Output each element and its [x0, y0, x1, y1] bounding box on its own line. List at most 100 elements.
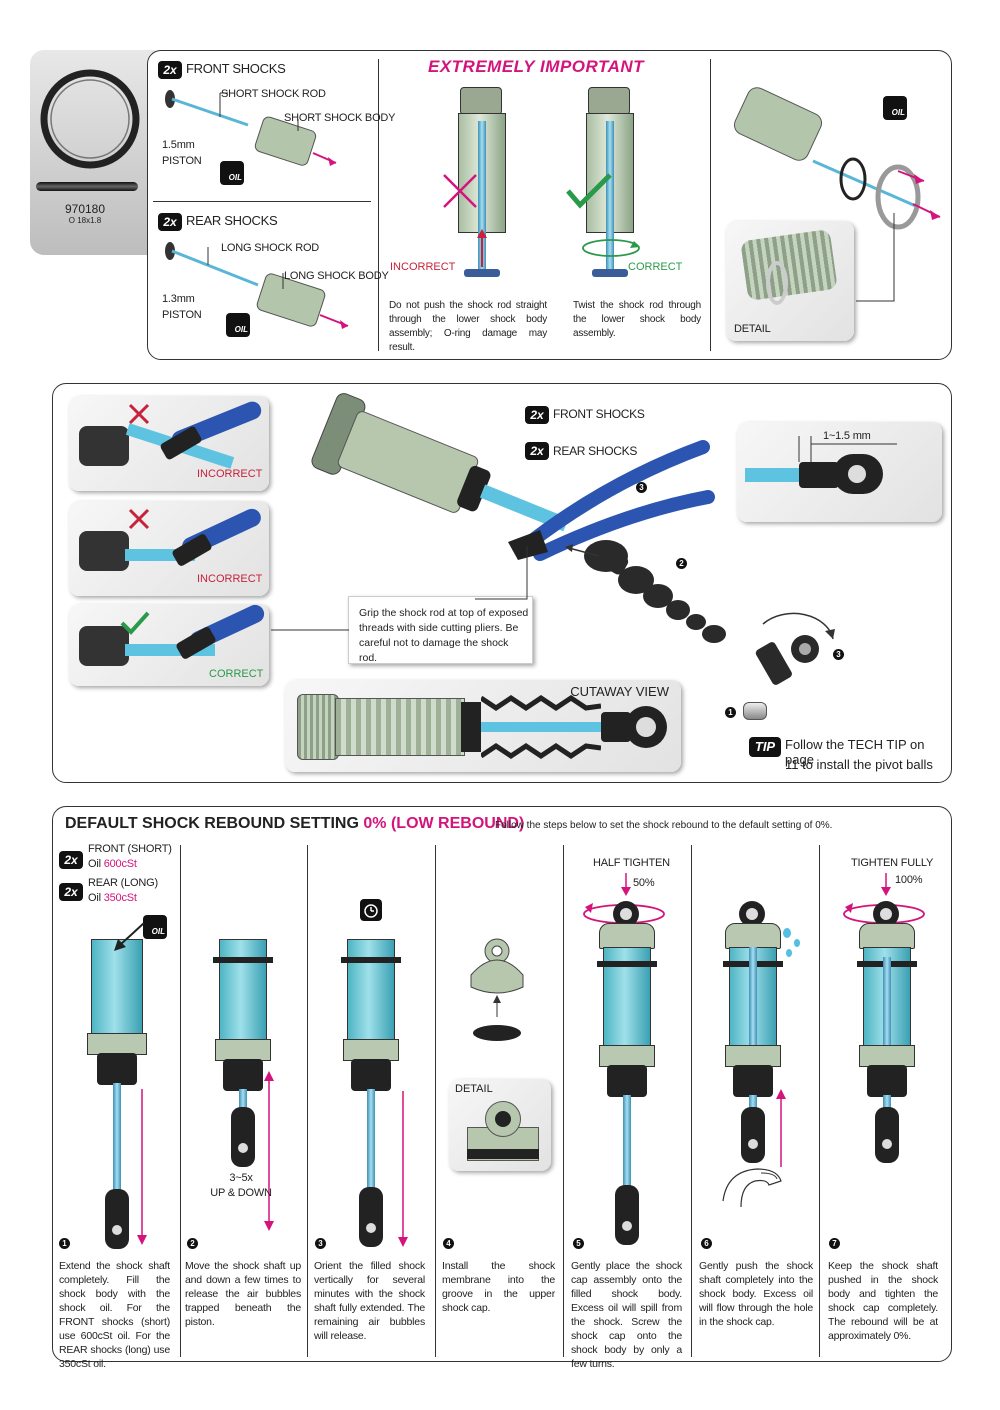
front-qty-badge: 2x: [158, 61, 182, 79]
front-rod-label: SHORT SHOCK ROD: [221, 88, 326, 100]
step-1-number: 1: [59, 1238, 70, 1249]
oil-drops-icon: [783, 928, 800, 957]
step-1-marker: 1: [725, 707, 736, 718]
rear-body-label: LONG SHOCK BODY: [284, 270, 389, 282]
x-icon: [128, 508, 150, 530]
tip-badge: TIP: [749, 737, 781, 757]
rear-oil-value: 350cSt: [103, 892, 137, 904]
up-down-count: 3~5x: [229, 1172, 253, 1184]
step-5-text: Gently place the shock cap assembly onto…: [571, 1260, 682, 1370]
front-qty-badge: 2x: [59, 851, 83, 869]
incorrect-photo-2: INCORRECT: [69, 501, 269, 596]
step-5-number: 5: [573, 1238, 584, 1249]
up-down-arrow: [264, 1071, 274, 1231]
incorrect-label-2: INCORRECT: [197, 573, 263, 585]
rod-end-diagram: [755, 612, 835, 685]
push-arrow: [477, 229, 487, 267]
half-tighten-label: HALF TIGHTEN: [593, 857, 670, 869]
tighten-fully-label: TIGHTEN FULLY: [851, 857, 934, 869]
oring-icon: [40, 69, 140, 169]
detail-label: DETAIL: [734, 323, 771, 335]
grip-callout: Grip the shock rod at top of exposed thr…: [348, 596, 533, 664]
front-qty-badge: 2x: [525, 406, 549, 424]
rear-qty-badge: 2x: [59, 883, 83, 901]
shock-step-3: [347, 939, 395, 1049]
correct-label: CORRECT: [628, 261, 683, 273]
oil-icon: OIL: [226, 313, 250, 337]
correct-label: CORRECT: [209, 668, 264, 680]
detail-label: DETAIL: [455, 1083, 493, 1095]
front-oil-prefix: Oil: [88, 858, 101, 870]
front-shocks-title: FRONT SHOCKS: [186, 61, 286, 76]
step-1-text: Extend the shock shaft completely. Fill …: [59, 1260, 170, 1370]
tip-text-line-1: Follow the TECH TIP on page: [785, 737, 925, 767]
pivot-ball-icon: [743, 702, 767, 720]
finger-icon: [722, 1168, 782, 1208]
step-7-number: 7: [829, 1238, 840, 1249]
front-piston-label: PISTON: [162, 155, 202, 167]
shock-step-2: [219, 939, 267, 1049]
step-3-number: 3: [315, 1238, 326, 1249]
front-oil: Oil 600cSt: [88, 858, 137, 870]
detail-photo: DETAIL: [726, 221, 854, 341]
step-2-marker: 2: [676, 558, 687, 569]
rebound-title: DEFAULT SHOCK REBOUND SETTING 0% (LOW RE…: [65, 815, 524, 833]
shock-with-pliers-diagram: [311, 393, 715, 561]
shock-step-1: [91, 939, 143, 1044]
push-up-arrow: [776, 1089, 786, 1167]
oring-profile-icon: [36, 182, 138, 191]
shock-boot-diagram: [584, 540, 726, 643]
oring-tab: 970180 O 18x1.8: [30, 50, 155, 255]
detail-leader-line: [856, 213, 895, 302]
step-4-text: Install the shock membrane into the groo…: [442, 1260, 555, 1314]
step-7-text: Keep the shock shaft pushed in the shock…: [828, 1260, 938, 1342]
rebound-subtitle: Follow the steps below to set the shock …: [495, 820, 833, 831]
correct-check-icon: [566, 173, 612, 209]
up-down-label: UP & DOWN: [210, 1187, 272, 1199]
oring-size: O 18x1.8: [68, 216, 102, 225]
rear-shocks-label: REAR SHOCKS: [553, 444, 638, 458]
step-2-text: Move the shock shaft up and down a few t…: [185, 1260, 301, 1328]
extend-arrow: [137, 1089, 147, 1245]
rear-label: REAR (LONG): [88, 877, 158, 889]
incorrect-note: Do not push the shock rod straight throu…: [389, 300, 547, 353]
oil-icon: OIL: [883, 96, 907, 120]
half-tighten-pct: 50%: [633, 877, 655, 889]
fill-arrow: [114, 922, 145, 951]
grip-callout-text: Grip the shock rod at top of exposed thr…: [359, 607, 529, 664]
tighten-fully-pct: 100%: [895, 874, 923, 886]
rear-qty-badge: 2x: [158, 213, 182, 231]
middle-panel: INCORRECT INCORRECT CORRECT 2x FRONT: [52, 383, 952, 783]
oring-install-diagram: [733, 87, 941, 230]
front-body-label: SHORT SHOCK BODY: [284, 112, 396, 124]
down-arrow: [398, 1091, 408, 1247]
tighten-arrow: [621, 873, 631, 896]
oil-icon: OIL: [143, 915, 167, 939]
rebound-title-accent: 0% (LOW REBOUND): [363, 815, 525, 832]
check-icon: [120, 611, 150, 635]
rear-oil: Oil 350cSt: [88, 892, 137, 904]
incorrect-photo-1: INCORRECT: [69, 396, 269, 491]
rear-shock-parts: [165, 242, 349, 329]
important-heading: EXTREMELY IMPORTANT: [428, 57, 645, 76]
front-shock-parts: [165, 90, 337, 166]
step-4-number: 4: [443, 1238, 454, 1249]
tip-text-line-2: 11 to install the pivot balls: [785, 757, 933, 772]
oring-part-number: 970180: [64, 202, 106, 216]
rear-shocks-title: REAR SHOCKS: [186, 213, 278, 228]
step-6-text: Gently push the shock shaft completely i…: [699, 1260, 813, 1328]
twist-arrow-icon: [582, 239, 640, 257]
incorrect-label-1: INCORRECT: [197, 468, 263, 480]
correct-photo: CORRECT: [69, 601, 269, 686]
step-6-number: 6: [701, 1238, 712, 1249]
rear-piston-size: 1.3mm: [162, 293, 195, 305]
incorrect-x-icon: [443, 174, 477, 208]
correct-note: Twist the shock rod through the lower sh…: [573, 300, 701, 339]
step-2-number: 2: [187, 1238, 198, 1249]
top-panel: 2x FRONT SHOCKS SHORT SHOCK ROD SHORT SH…: [147, 50, 952, 360]
measure-label: 1~1.5 mm: [823, 430, 871, 442]
callout-leader-line: [271, 546, 528, 631]
measure-photo: 1~1.5 mm: [737, 422, 942, 522]
bottom-panel: DEFAULT SHOCK REBOUND SETTING 0% (LOW RE…: [52, 806, 952, 1370]
tighten-arrow: [881, 873, 891, 896]
